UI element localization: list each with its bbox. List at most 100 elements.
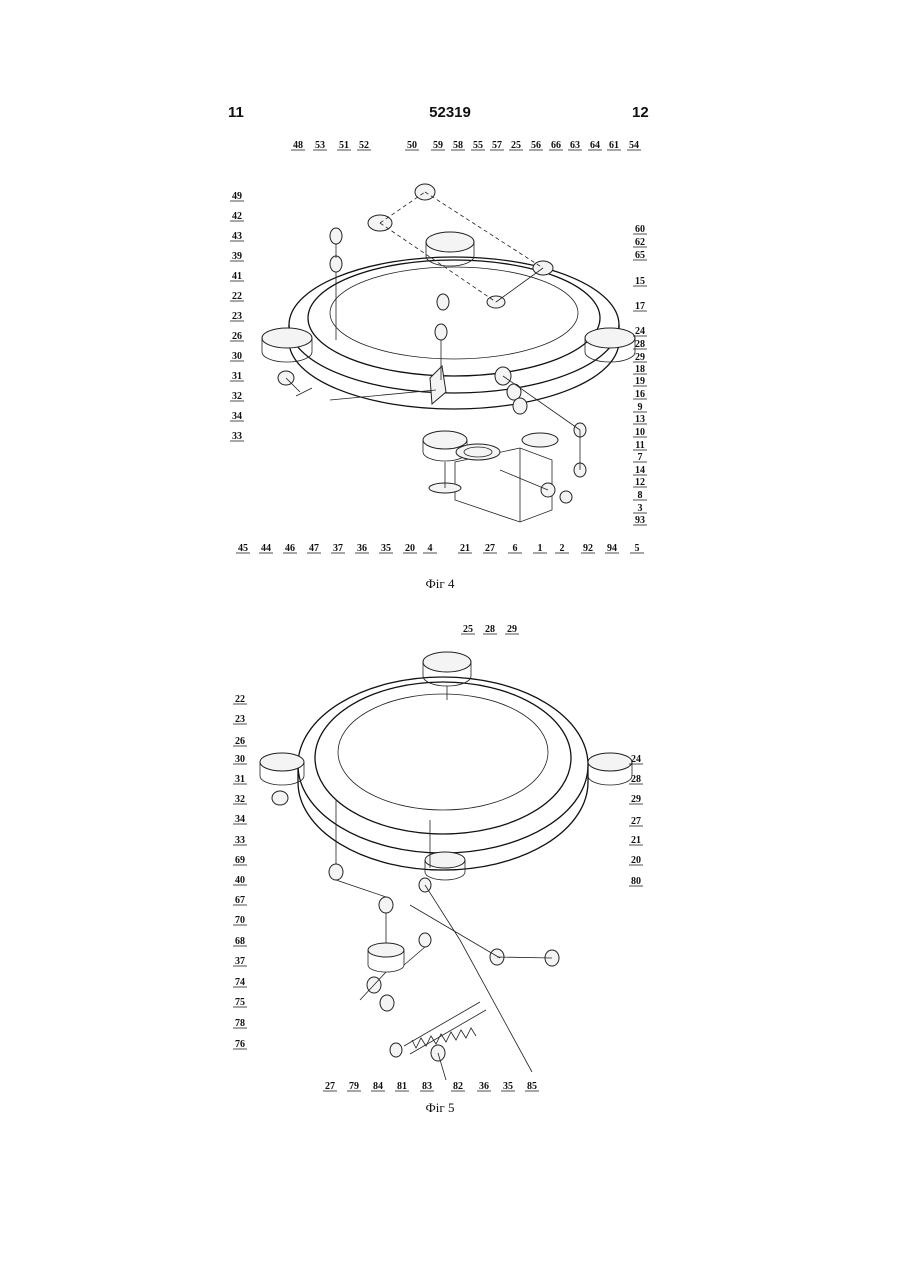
part-label: 42	[232, 211, 242, 222]
part-label: 35	[503, 1081, 513, 1092]
part-label: 52	[359, 140, 369, 151]
part-label: 61	[609, 140, 619, 151]
part-label: 76	[235, 1039, 245, 1050]
part-label: 28	[635, 339, 645, 350]
part-label: 18	[635, 364, 645, 375]
figure-5-illustration	[260, 652, 632, 1080]
part-label: 60	[635, 224, 645, 235]
part-label: 33	[235, 835, 245, 846]
part-label: 19	[635, 376, 645, 387]
figure-4-illustration	[262, 184, 635, 522]
part-label: 11	[635, 440, 644, 451]
part-label: 25	[463, 624, 473, 635]
part-label: 64	[590, 140, 600, 151]
part-label: 94	[607, 543, 617, 554]
part-label: 30	[235, 754, 245, 765]
part-label: 15	[635, 276, 645, 287]
part-label: 10	[635, 427, 645, 438]
part-label: 59	[433, 140, 443, 151]
part-label: 32	[232, 391, 242, 402]
part-label: 51	[339, 140, 349, 151]
part-label: 29	[631, 794, 641, 805]
part-label: 13	[635, 414, 645, 425]
part-label: 17	[635, 301, 645, 312]
part-label: 22	[235, 694, 245, 705]
part-label: 34	[232, 411, 242, 422]
part-label: 49	[232, 191, 242, 202]
part-label: 45	[238, 543, 248, 554]
part-label: 24	[631, 754, 641, 765]
part-label: 79	[349, 1081, 359, 1092]
part-label: 6	[513, 543, 518, 554]
part-label: 28	[631, 774, 641, 785]
part-label: 3	[638, 503, 643, 514]
part-label: 54	[629, 140, 639, 151]
part-label: 58	[453, 140, 463, 151]
part-label: 36	[479, 1081, 489, 1092]
part-label: 27	[631, 816, 641, 827]
part-label: 8	[638, 490, 643, 501]
part-label: 34	[235, 814, 245, 825]
part-label: 47	[309, 543, 319, 554]
part-label: 78	[235, 1018, 245, 1029]
part-label: 20	[405, 543, 415, 554]
part-label: 39	[232, 251, 242, 262]
part-label: 32	[235, 794, 245, 805]
part-label: 26	[235, 736, 245, 747]
part-label: 5	[635, 543, 640, 554]
part-label: 2	[560, 543, 565, 554]
part-label: 74	[235, 977, 245, 988]
part-label: 43	[232, 231, 242, 242]
part-label: 55	[473, 140, 483, 151]
part-label: 26	[232, 331, 242, 342]
part-label: 67	[235, 895, 245, 906]
part-label: 23	[235, 714, 245, 725]
part-label: 28	[485, 624, 495, 635]
part-label: 53	[315, 140, 325, 151]
part-label: 75	[235, 997, 245, 1008]
part-label: 20	[631, 855, 641, 866]
part-label: 80	[631, 876, 641, 887]
part-label: 56	[531, 140, 541, 151]
part-label: 16	[635, 389, 645, 400]
part-label: 66	[551, 140, 561, 151]
part-label: 33	[232, 431, 242, 442]
part-label: 62	[635, 237, 645, 248]
part-label: 84	[373, 1081, 383, 1092]
part-label: 37	[333, 543, 343, 554]
part-label: 46	[285, 543, 295, 554]
figure-4-caption: Фіг 4	[426, 576, 455, 591]
part-label: 29	[635, 352, 645, 363]
part-label: 27	[325, 1081, 335, 1092]
part-label: 1	[538, 543, 543, 554]
part-label: 48	[293, 140, 303, 151]
part-label: 81	[397, 1081, 407, 1092]
part-label: 44	[261, 543, 271, 554]
part-label: 22	[232, 291, 242, 302]
part-label: 83	[422, 1081, 432, 1092]
part-label: 14	[635, 465, 645, 476]
part-label: 68	[235, 936, 245, 947]
part-label: 27	[485, 543, 495, 554]
part-label: 25	[511, 140, 521, 151]
part-label: 31	[235, 774, 245, 785]
part-label: 65	[635, 250, 645, 261]
part-label: 69	[235, 855, 245, 866]
part-label: 30	[232, 351, 242, 362]
part-label: 93	[635, 515, 645, 526]
part-label: 82	[453, 1081, 463, 1092]
part-label: 21	[631, 835, 641, 846]
part-label: 40	[235, 875, 245, 886]
part-label: 36	[357, 543, 367, 554]
part-label: 57	[492, 140, 502, 151]
part-label: 23	[232, 311, 242, 322]
part-label: 4	[428, 543, 433, 554]
figure-5-caption: Фіг 5	[426, 1100, 455, 1115]
part-label: 29	[507, 624, 517, 635]
part-label: 7	[638, 452, 643, 463]
part-label: 41	[232, 271, 242, 282]
part-label: 70	[235, 915, 245, 926]
part-label: 35	[381, 543, 391, 554]
part-label: 21	[460, 543, 470, 554]
